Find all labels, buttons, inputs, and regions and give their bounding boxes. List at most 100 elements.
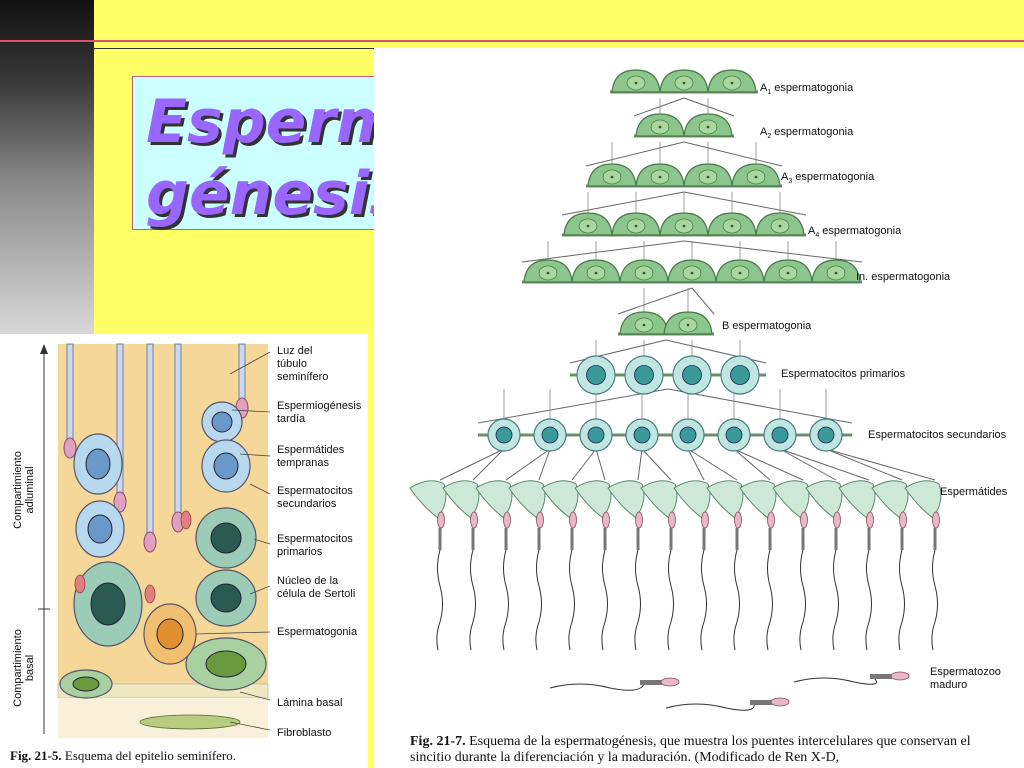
sperm-head xyxy=(569,511,577,529)
axis-arrowhead xyxy=(40,344,48,354)
cell-nucleus xyxy=(771,426,789,444)
connector-line xyxy=(825,448,903,481)
connector-line xyxy=(617,287,693,315)
connector-line xyxy=(683,141,783,167)
nucleolus xyxy=(586,224,590,228)
spermatid-cell xyxy=(772,480,810,519)
sperm-midpiece xyxy=(933,528,937,550)
sperm-head xyxy=(470,511,478,529)
spermatid-cell xyxy=(574,480,612,519)
connector-line xyxy=(637,448,643,481)
sperm-head xyxy=(866,511,874,529)
mature-sperm-midpiece xyxy=(750,700,772,705)
divider-line xyxy=(94,48,374,49)
mature-sperm-head xyxy=(770,697,790,707)
sperm-flagellum xyxy=(146,343,154,535)
sperm-flagellum xyxy=(238,343,246,401)
label-pointer-line xyxy=(253,538,271,545)
connector-line xyxy=(538,448,551,481)
nucleolus xyxy=(642,323,646,327)
sperm-head xyxy=(536,511,544,529)
nucleolus xyxy=(634,224,638,228)
connector-line xyxy=(477,388,669,424)
sperm-midpiece xyxy=(801,528,805,550)
label-pointer-line xyxy=(229,351,271,375)
spermatid-cell xyxy=(871,480,909,519)
accent-line xyxy=(0,40,1024,42)
spermatid-cell xyxy=(475,480,513,519)
label-secondary-spermatocytes: Espermatocitos secundarios xyxy=(868,429,1007,441)
spermatid-cell xyxy=(739,480,777,519)
sperm-tail xyxy=(832,549,839,651)
sperm-tail xyxy=(634,549,641,651)
cell-nucleus xyxy=(213,452,239,480)
connector-line xyxy=(683,97,735,117)
connector-line xyxy=(691,287,715,315)
sperm-head xyxy=(800,511,808,529)
label-pointer-line xyxy=(249,483,271,495)
sperm-midpiece xyxy=(867,528,871,550)
mature-sperm-midpiece xyxy=(640,680,662,685)
label-mature-sperm: Espermatozoo maduro xyxy=(930,666,1001,691)
decorative-sidebar xyxy=(0,0,94,334)
sperm-midpiece xyxy=(438,528,442,550)
label-basal-compartment: Compartimiento basal xyxy=(12,629,36,707)
cell-nucleus xyxy=(541,426,559,444)
nucleolus xyxy=(634,81,638,85)
sperm-tail xyxy=(535,549,542,651)
cell-nucleus xyxy=(730,365,750,385)
spermatid-head xyxy=(143,531,157,553)
sperm-tail xyxy=(865,549,872,651)
connector-line xyxy=(641,448,672,481)
mature-sperm-tail xyxy=(549,683,645,691)
connector-line xyxy=(733,448,771,481)
label-pointer-line xyxy=(239,453,271,457)
spermatid-head xyxy=(113,491,127,513)
label-late-spermiogenesis: Espermiogénesis tardía xyxy=(277,400,362,425)
sperm-midpiece xyxy=(471,528,475,550)
connector-line xyxy=(779,448,870,481)
nucleolus xyxy=(658,125,662,129)
cell-nucleus xyxy=(634,365,654,385)
spermatid-cell xyxy=(409,480,447,519)
spermatid-cell xyxy=(541,480,579,519)
residual-body xyxy=(144,584,156,604)
sperm-tail xyxy=(667,549,674,651)
connector-line xyxy=(687,448,738,481)
nucleolus xyxy=(642,271,646,275)
spermatid-cell xyxy=(838,480,876,519)
figure-caption-left: Fig. 21-5. Esquema del epitelio seminífe… xyxy=(10,748,237,763)
connector-line xyxy=(825,448,936,481)
cell-nucleus xyxy=(85,448,111,480)
residual-body xyxy=(180,510,192,530)
sperm-tail xyxy=(799,549,806,651)
sperm-head xyxy=(932,511,940,529)
nucleolus xyxy=(730,224,734,228)
label-primary-spermatocytes: Espermatocitos primarios xyxy=(781,368,906,380)
sperm-head xyxy=(734,511,742,529)
label-sertoli-nucleus: Núcleo de la célula de Sertoli xyxy=(277,575,356,600)
cell-nucleus xyxy=(586,365,606,385)
cell-nucleus xyxy=(205,650,247,678)
sperm-tail xyxy=(436,549,443,651)
cell-nucleus xyxy=(817,426,835,444)
mature-sperm-tail xyxy=(665,703,755,711)
sperm-head xyxy=(767,511,775,529)
sperm-midpiece xyxy=(669,528,673,550)
label-fibroblast: Fibroblasto xyxy=(277,727,332,739)
sperm-tail xyxy=(502,549,509,651)
connector-line xyxy=(667,388,853,424)
fibroblast xyxy=(139,714,241,730)
spermatid-cell xyxy=(607,480,645,519)
label-spermatogonia-left: Espermatogonia xyxy=(277,626,358,638)
label-a2: A2 espermatogonia xyxy=(760,126,854,141)
label-basal-lamina: Lámina basal xyxy=(277,697,343,709)
sperm-midpiece xyxy=(570,528,574,550)
connector-line xyxy=(561,191,685,216)
spermatid-cell xyxy=(904,480,942,519)
label-a4: A4 espermatogonia xyxy=(808,225,902,240)
connector-line xyxy=(571,448,597,481)
cell-nucleus xyxy=(495,426,513,444)
sperm-midpiece xyxy=(834,528,838,550)
seminiferous-epithelium-diagram xyxy=(38,343,271,738)
